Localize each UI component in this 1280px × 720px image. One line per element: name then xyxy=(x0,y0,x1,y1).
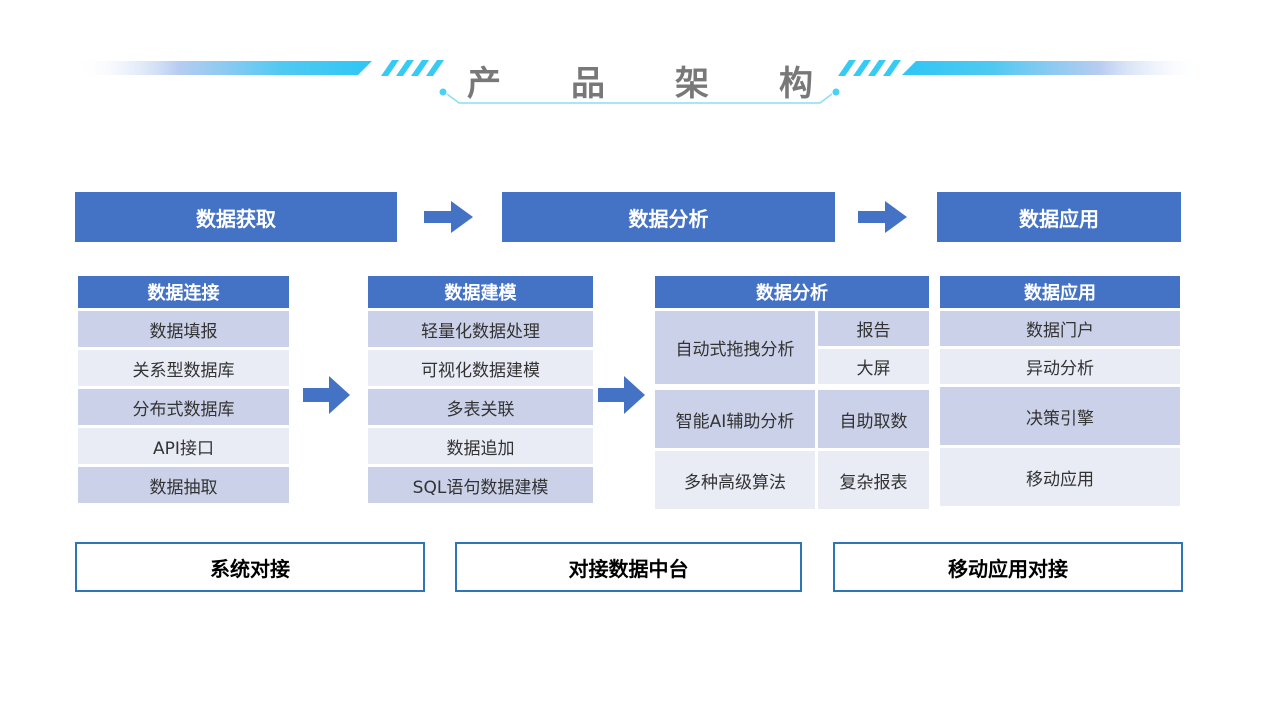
bottom-box-mobile-app: 移动应用对接 xyxy=(833,542,1183,592)
flow-bar-analysis: 数据分析 xyxy=(502,192,835,242)
right-arrow-icon xyxy=(424,200,474,234)
table-cell-merged: 自动式拖拽分析 xyxy=(655,311,815,384)
right-accent-bar xyxy=(902,61,1205,75)
right-arrow-icon xyxy=(858,200,908,234)
table-cell: 异动分析 xyxy=(940,349,1180,384)
table-data-analysis: 数据分析 自动式拖拽分析 报告 大屏 智能AI辅助分析 自助取数 多种高级算法 … xyxy=(655,276,929,512)
table-cell: 分布式数据库 xyxy=(78,389,289,425)
flow-bar-acquisition: 数据获取 xyxy=(75,192,397,242)
flow-bar-application: 数据应用 xyxy=(937,192,1181,242)
flow-bar-label: 数据获取 xyxy=(196,206,276,231)
table-cell: 多表关联 xyxy=(368,389,593,425)
flow-bar-label: 数据应用 xyxy=(1019,206,1099,231)
table-cell: 数据追加 xyxy=(368,428,593,464)
table-cell: 大屏 xyxy=(818,349,929,384)
title-decoration xyxy=(75,60,1205,104)
left-slash-icons xyxy=(381,60,444,76)
flow-bar-label: 数据分析 xyxy=(628,206,709,231)
table-cell: SQL语句数据建模 xyxy=(368,467,593,503)
table-header: 数据连接 xyxy=(78,276,289,308)
table-header: 数据分析 xyxy=(655,276,929,308)
table-cell: 数据门户 xyxy=(940,311,1180,346)
table-cell: 报告 xyxy=(818,311,929,346)
table-data-application: 数据应用 数据门户 异动分析 决策引擎 移动应用 xyxy=(940,276,1180,509)
table-cell: 多种高级算法 xyxy=(655,451,815,509)
table-cell: 数据填报 xyxy=(78,311,289,347)
table-cell: API接口 xyxy=(78,428,289,464)
page-title: 产品架构 xyxy=(467,64,883,104)
right-slash-icons xyxy=(838,60,901,76)
table-cell: 移动应用 xyxy=(940,448,1180,506)
table-data-modeling: 数据建模 轻量化数据处理 可视化数据建模 多表关联 数据追加 SQL语句数据建模 xyxy=(368,276,593,506)
table-header: 数据应用 xyxy=(940,276,1180,308)
bottom-box-label: 系统对接 xyxy=(210,556,290,581)
title-underline xyxy=(439,88,840,104)
table-cell: 复杂报表 xyxy=(818,451,929,509)
table-cell: 自助取数 xyxy=(818,390,929,448)
table-data-connect: 数据连接 数据填报 关系型数据库 分布式数据库 API接口 数据抽取 xyxy=(78,276,289,506)
right-arrow-icon xyxy=(598,374,646,416)
bottom-box-label: 对接数据中台 xyxy=(568,556,689,581)
right-arrow-icon xyxy=(303,374,351,416)
table-cell: 智能AI辅助分析 xyxy=(655,390,815,448)
bottom-box-system-integration: 系统对接 xyxy=(75,542,425,592)
left-accent-bar xyxy=(75,61,372,75)
table-header: 数据建模 xyxy=(368,276,593,308)
table-cell: 轻量化数据处理 xyxy=(368,311,593,347)
table-cell: 决策引擎 xyxy=(940,387,1180,445)
bottom-box-data-platform: 对接数据中台 xyxy=(455,542,802,592)
table-cell: 关系型数据库 xyxy=(78,350,289,386)
table-cell: 数据抽取 xyxy=(78,467,289,503)
table-cell: 可视化数据建模 xyxy=(368,350,593,386)
bottom-box-label: 移动应用对接 xyxy=(948,556,1068,581)
